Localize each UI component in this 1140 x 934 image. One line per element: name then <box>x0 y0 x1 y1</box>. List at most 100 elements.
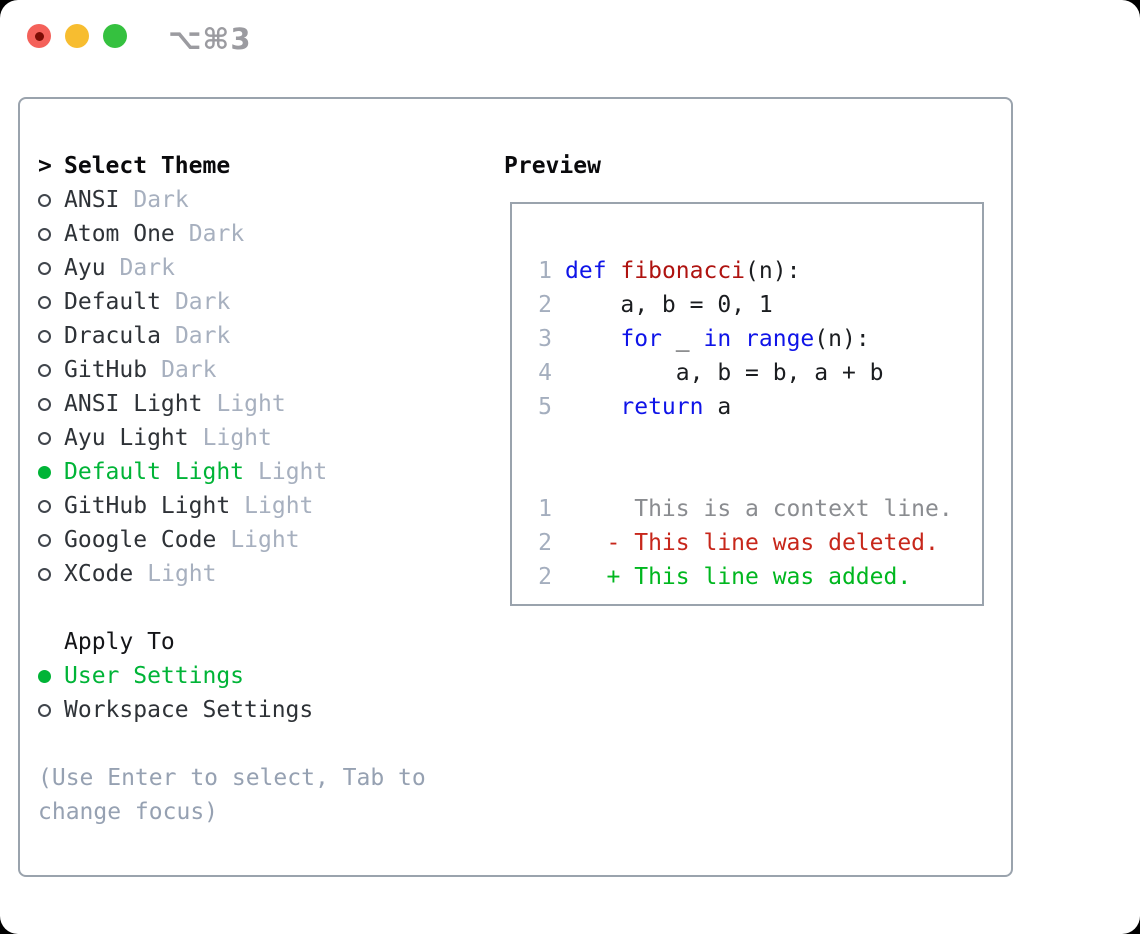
code-text: - This line was deleted. <box>565 530 939 556</box>
code-text: def fibonacci(n): <box>565 258 801 284</box>
theme-name: GitHub Light <box>64 493 231 519</box>
code-text: a, b = b, a + b <box>565 360 884 386</box>
theme-option[interactable]: GitHub Light Light <box>38 489 488 523</box>
code-line: 1 def fibonacci(n): <box>522 254 982 288</box>
preview-heading: Preview <box>504 153 601 179</box>
theme-name: ANSI Light <box>64 391 203 417</box>
theme-name: Google Code <box>64 527 217 553</box>
theme-option[interactable]: Dracula Dark <box>38 319 488 353</box>
code-text: return a <box>620 394 732 420</box>
theme-variant: Light <box>230 527 300 553</box>
code-line: 5 return a <box>522 390 982 424</box>
radio-icon <box>38 261 51 275</box>
code-text: for _ in range(n): <box>620 326 870 352</box>
code-block: 1 def fibonacci(n): 2 a, b = 0, 1 3 for … <box>522 254 982 424</box>
theme-variant: Light <box>258 459 328 485</box>
window-shortcut-label: ⌥⌘3 <box>168 22 252 56</box>
line-number: 2 <box>538 530 552 556</box>
radio-icon <box>38 567 51 581</box>
theme-option[interactable]: Atom One Dark <box>38 217 488 251</box>
theme-selector-panel: > Select Theme ANSI Dark Atom One Dark A… <box>18 97 1013 877</box>
theme-variant: Light <box>202 425 272 451</box>
radio-icon <box>38 533 51 547</box>
radio-icon <box>38 465 51 479</box>
preview-box: 1 def fibonacci(n): 2 a, b = 0, 1 3 for … <box>510 202 984 606</box>
diff-line-deleted: 2 - This line was deleted. <box>522 526 982 560</box>
line-number: 2 <box>538 564 552 590</box>
apply-to-label: Apply To <box>64 629 175 655</box>
apply-to-option-label: User Settings <box>64 663 245 689</box>
theme-variant: Light <box>147 561 217 587</box>
theme-option[interactable]: Default Light Light <box>38 455 488 489</box>
code-text: This is a context line. <box>565 496 953 522</box>
zoom-button[interactable] <box>103 24 127 48</box>
line-number: 3 <box>538 326 552 352</box>
theme-variant: Dark <box>174 289 231 315</box>
apply-to-option[interactable]: User Settings <box>38 659 488 693</box>
diff-line-added: 2 + This line was added. <box>522 560 982 594</box>
theme-name: XCode <box>64 561 134 587</box>
code-line: 3 for _ in range(n): <box>522 322 982 356</box>
select-theme-heading: > Select Theme <box>38 149 488 183</box>
radio-icon <box>38 431 51 445</box>
cursor-caret-icon: > <box>38 153 52 179</box>
radio-icon <box>38 193 51 207</box>
theme-name: Dracula <box>64 323 161 349</box>
theme-option[interactable]: ANSI Light Light <box>38 387 488 421</box>
theme-option[interactable]: GitHub Dark <box>38 353 488 387</box>
line-number: 2 <box>538 292 552 318</box>
theme-column: > Select Theme ANSI Dark Atom One Dark A… <box>38 149 488 829</box>
apply-to-options: User Settings Workspace Settings <box>38 659 488 727</box>
theme-name: GitHub <box>64 357 148 383</box>
theme-name: ANSI <box>64 187 120 213</box>
theme-name: Ayu <box>64 255 106 281</box>
apply-to-section: Apply To User Settings Workspace Setting… <box>38 625 488 727</box>
preview-column: Preview 1 def fibonacci(n): 2 a, b = 0, … <box>504 149 984 606</box>
modified-dot-icon <box>34 31 44 41</box>
code-text: a, b = 0, 1 <box>565 292 773 318</box>
theme-option[interactable]: Ayu Light Light <box>38 421 488 455</box>
code-line: 2 a, b = 0, 1 <box>522 288 982 322</box>
theme-list: ANSI Dark Atom One Dark Ayu Dark Default… <box>38 183 488 591</box>
theme-name: Default Light <box>64 459 245 485</box>
theme-variant: Dark <box>161 357 217 383</box>
diff-block: 1 This is a context line. 2 - This line … <box>522 492 982 594</box>
theme-variant: Light <box>244 493 314 519</box>
close-button[interactable] <box>27 24 51 48</box>
theme-variant: Dark <box>188 221 245 247</box>
minimize-button[interactable] <box>65 24 89 48</box>
apply-to-option-label: Workspace Settings <box>64 697 314 723</box>
apply-to-heading: Apply To <box>38 625 488 659</box>
theme-option[interactable]: ANSI Dark <box>38 183 488 217</box>
theme-option[interactable]: Default Dark <box>38 285 488 319</box>
theme-option[interactable]: Ayu Dark <box>38 251 488 285</box>
theme-option[interactable]: Google Code Light <box>38 523 488 557</box>
hint-text: (Use Enter to select, Tab to change focu… <box>38 765 426 825</box>
radio-icon <box>38 363 51 377</box>
theme-variant: Dark <box>174 323 231 349</box>
theme-variant: Dark <box>133 187 189 213</box>
apply-to-option[interactable]: Workspace Settings <box>38 693 488 727</box>
theme-name: Ayu Light <box>64 425 189 451</box>
radio-icon <box>38 295 51 309</box>
radio-icon <box>38 397 51 411</box>
line-number: 1 <box>538 258 552 284</box>
radio-icon <box>38 703 51 717</box>
theme-option[interactable]: XCode Light <box>38 557 488 591</box>
diff-line-context: 1 This is a context line. <box>522 492 982 526</box>
line-number: 5 <box>538 394 552 420</box>
titlebar: ⌥⌘3 <box>0 0 1140 72</box>
theme-variant: Dark <box>119 255 175 281</box>
radio-icon <box>38 227 51 241</box>
theme-name: Default <box>64 289 161 315</box>
line-number: 1 <box>538 496 552 522</box>
select-theme-title: Select Theme <box>64 153 231 179</box>
theme-name: Atom One <box>64 221 175 247</box>
code-text: + This line was added. <box>565 564 912 590</box>
theme-variant: Light <box>216 391 286 417</box>
line-number: 4 <box>538 360 552 386</box>
code-line: 4 a, b = b, a + b <box>522 356 982 390</box>
radio-icon <box>38 499 51 513</box>
radio-icon <box>38 329 51 343</box>
